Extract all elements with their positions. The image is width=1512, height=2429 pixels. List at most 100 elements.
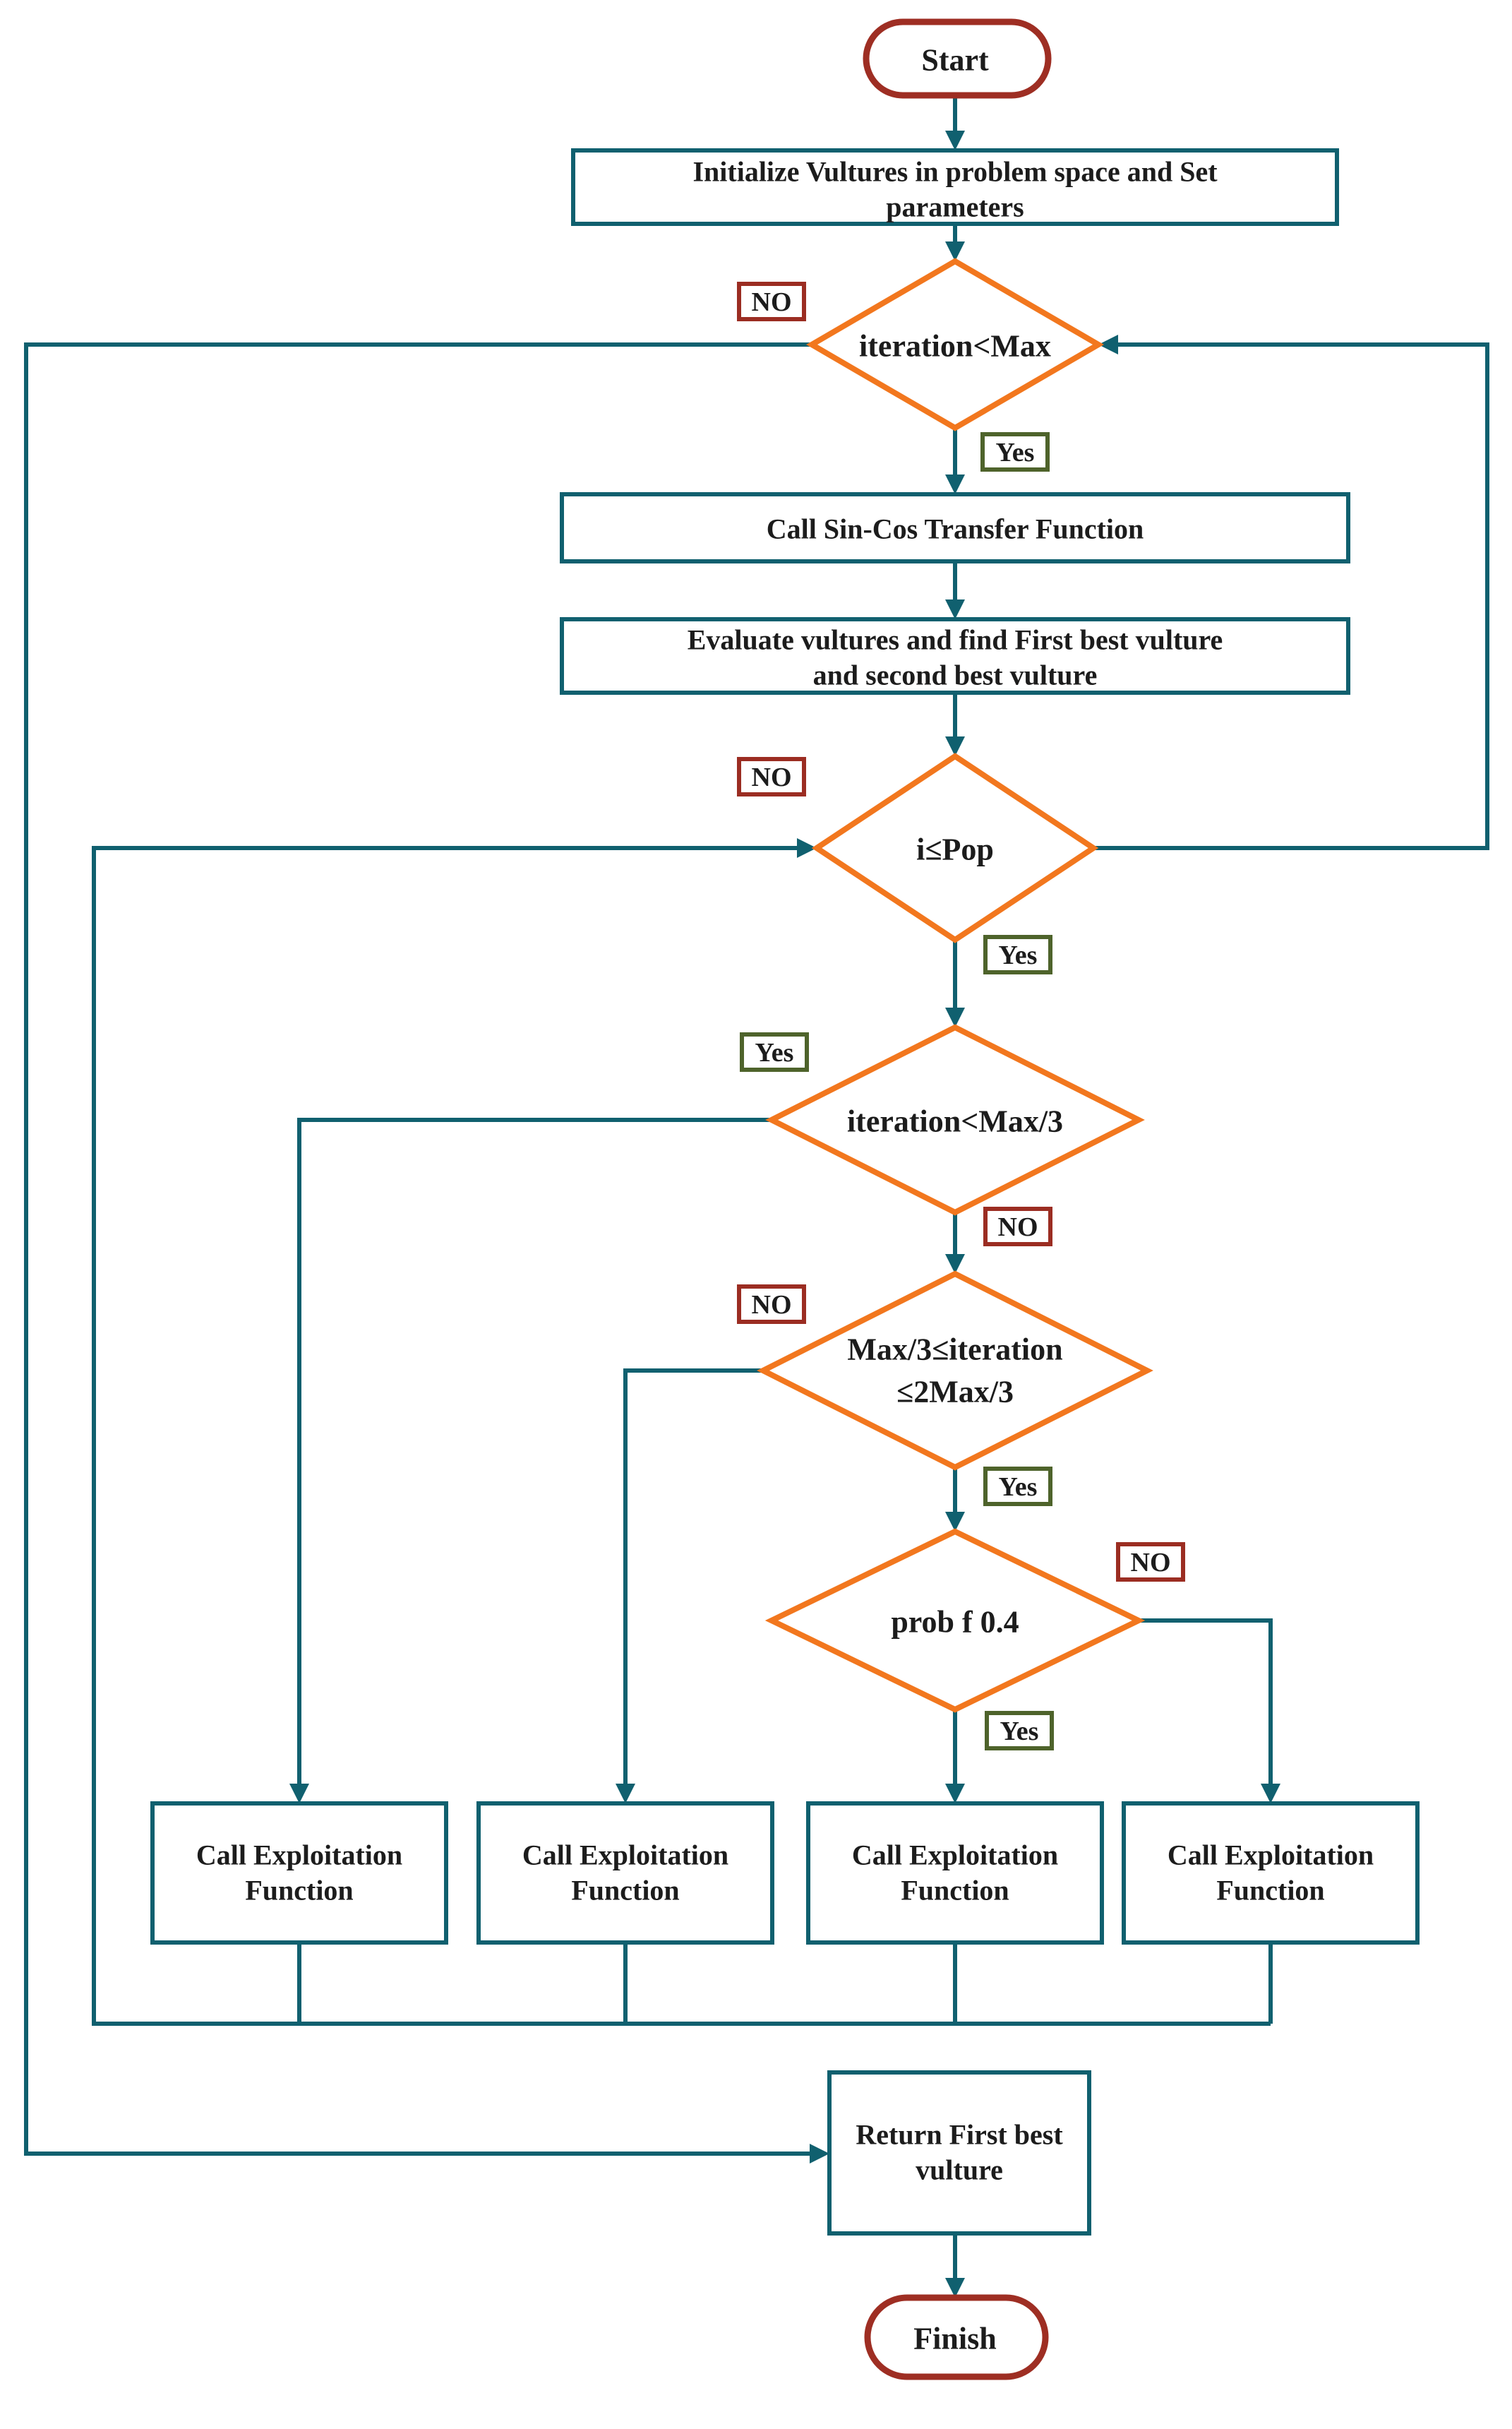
exploitation-label-line2: Function	[571, 1875, 679, 1906]
finish-label: Finish	[913, 2322, 996, 2356]
exploitation-box-3	[806, 1801, 1104, 1945]
exploitation-box-2	[476, 1801, 774, 1945]
edge-collector-to-pop-check	[92, 846, 1271, 2026]
no-badge-box	[1116, 1542, 1185, 1582]
prob-decision: prob f 0.4	[764, 1528, 1146, 1713]
iteration-middle-label-line1: Max/3≤iteration	[847, 1332, 1062, 1367]
exploitation-step-2: Call Exploitation Function	[476, 1801, 774, 1945]
return-label-line1: Return First best	[856, 2119, 1063, 2151]
arrowhead-down-icon	[945, 599, 965, 619]
no-badge-box	[983, 1207, 1052, 1246]
finish-terminator: Finish	[864, 2294, 1049, 2380]
arrowhead-down-icon	[945, 1784, 965, 1803]
return-step: Return First best vulture	[827, 2070, 1091, 2236]
yes-badge-label: Yes	[755, 1038, 794, 1068]
iteration-max-diamond	[806, 258, 1104, 431]
no-badge-label: NO	[998, 1212, 1038, 1242]
arrowhead-right-icon	[797, 838, 817, 858]
no-badge-box	[737, 1284, 806, 1324]
edge-exploitation-drops	[297, 1942, 1273, 2024]
prob-label: prob f 0.4	[891, 1605, 1019, 1640]
arrowhead-right-icon	[810, 2144, 829, 2164]
sincos-label: Call Sin-Cos Transfer Function	[767, 513, 1144, 545]
evaluate-label-line2: and second best vulture	[813, 660, 1098, 691]
exploitation-label-line2: Function	[901, 1875, 1009, 1906]
no-badge-box	[737, 757, 806, 796]
arrowhead-down-icon	[945, 475, 965, 494]
evaluate-label-line1: Evaluate vultures and find First best vu…	[688, 624, 1223, 656]
yes-badge-label: Yes	[999, 941, 1038, 970]
iteration-max-label: iteration<Max	[859, 329, 1051, 364]
start-oval	[863, 18, 1052, 99]
exploitation-step-4: Call Exploitation Function	[1122, 1801, 1420, 1945]
no-badge-pop-check: NO	[737, 757, 806, 796]
yes-badge-pop-check: Yes	[983, 935, 1052, 974]
pop-decision: i≤Pop	[811, 753, 1099, 943]
arrowhead-down-icon	[945, 1512, 965, 1532]
exploitation-step-1: Call Exploitation Function	[150, 1801, 448, 1945]
yes-badge-iteration-third: Yes	[740, 1032, 809, 1072]
no-badge-iteration-max: NO	[737, 282, 806, 321]
initialize-box	[571, 148, 1339, 226]
yes-badge-label: Yes	[996, 438, 1035, 467]
yes-badge-label: Yes	[999, 1472, 1038, 1502]
exploitation-label-line2: Function	[1216, 1875, 1324, 1906]
iteration-max-decision: iteration<Max	[806, 258, 1104, 431]
sincos-step: Call Sin-Cos Transfer Function	[560, 492, 1350, 563]
arrowhead-left-icon	[1098, 335, 1118, 354]
iteration-middle-diamond	[757, 1270, 1153, 1471]
yes-badge-iteration-max: Yes	[980, 432, 1050, 472]
return-label-line2: vulture	[916, 2154, 1003, 2186]
edge-iteration-no-to-return	[24, 342, 812, 2156]
flow-edges	[24, 95, 1489, 2298]
iteration-third-diamond	[765, 1024, 1145, 1216]
yes-badge-box	[983, 935, 1052, 974]
arrowhead-down-icon	[945, 241, 965, 261]
sincos-box	[560, 492, 1350, 563]
arrowhead-down-icon	[945, 1008, 965, 1027]
yes-badge-prob: Yes	[985, 1711, 1054, 1750]
prob-diamond	[764, 1528, 1146, 1713]
no-badge-box	[737, 282, 806, 321]
iteration-middle-label-line2: ≤2Max/3	[896, 1375, 1014, 1409]
pop-diamond	[811, 753, 1099, 943]
initialize-label-line1: Initialize Vultures in problem space and…	[692, 156, 1218, 188]
exploitation-step-3: Call Exploitation Function	[806, 1801, 1104, 1945]
finish-oval	[864, 2294, 1049, 2380]
evaluate-box	[560, 617, 1350, 695]
exploitation-label-line1: Call Exploitation	[522, 1839, 728, 1871]
iteration-third-decision: iteration<Max/3	[765, 1024, 1145, 1216]
exploitation-label-line1: Call Exploitation	[196, 1839, 402, 1871]
evaluate-step: Evaluate vultures and find First best vu…	[560, 617, 1350, 695]
arrowhead-down-icon	[945, 1254, 965, 1274]
no-badge-iteration-middle: NO	[737, 1284, 806, 1324]
yes-badge-box	[740, 1032, 809, 1072]
exploitation-label-line1: Call Exploitation	[852, 1839, 1058, 1871]
return-box	[827, 2070, 1091, 2236]
arrowhead-down-icon	[616, 1784, 635, 1803]
edge-third-yes-to-exploitation-1	[297, 1118, 772, 1784]
no-badge-prob: NO	[1116, 1542, 1185, 1582]
arrowhead-down-icon	[945, 2278, 965, 2298]
arrowhead-down-icon	[289, 1784, 309, 1803]
arrowhead-down-icon	[945, 131, 965, 150]
yes-badge-box	[980, 432, 1050, 472]
no-badge-iteration-third: NO	[983, 1207, 1052, 1246]
exploitation-label-line1: Call Exploitation	[1168, 1839, 1374, 1871]
yes-badge-iteration-middle: Yes	[983, 1467, 1052, 1506]
iteration-third-label: iteration<Max/3	[847, 1104, 1063, 1139]
edge-pop-no-loop-to-iteration-check	[1093, 342, 1489, 850]
start-label: Start	[921, 43, 989, 78]
no-badge-label: NO	[752, 763, 792, 792]
edge-prob-no-to-exploitation-4	[1139, 1618, 1273, 1784]
no-badge-label: NO	[1131, 1548, 1171, 1577]
initialize-label-line2: parameters	[886, 191, 1024, 223]
exploitation-box-4	[1122, 1801, 1420, 1945]
yes-badge-box	[983, 1467, 1052, 1506]
initialize-step: Initialize Vultures in problem space and…	[571, 148, 1339, 226]
start-terminator: Start	[863, 18, 1052, 99]
edge-middle-no-to-exploitation-2	[623, 1368, 763, 1784]
arrowhead-down-icon	[945, 736, 965, 756]
